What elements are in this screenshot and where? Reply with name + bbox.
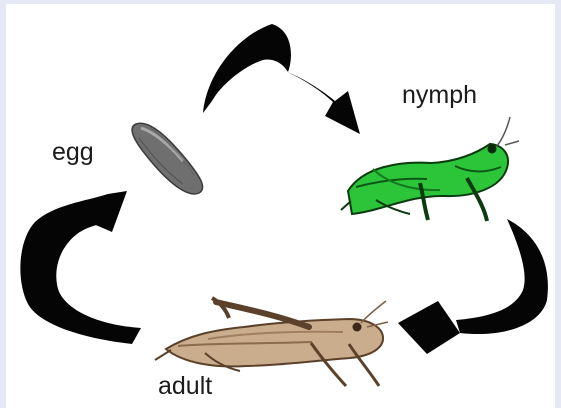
curved-arrow-icon	[287, 72, 360, 134]
green-grasshopper-nymph-icon	[341, 117, 519, 221]
curved-arrow-icon	[398, 301, 460, 354]
grasshopper-egg-icon	[132, 123, 203, 194]
curved-arrow-icon	[203, 24, 291, 113]
curved-arrow-icon	[456, 219, 548, 334]
adult-label: adult	[158, 374, 212, 399]
egg-label: egg	[52, 140, 94, 165]
nymph-label: nymph	[402, 83, 477, 108]
